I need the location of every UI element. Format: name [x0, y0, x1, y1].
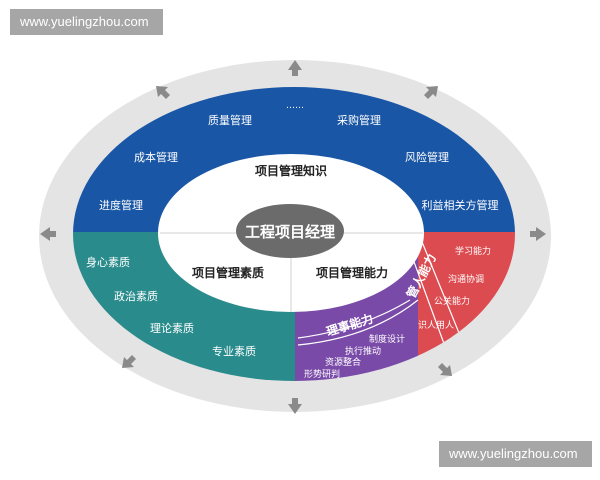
people-ability-item: 沟通协调 — [448, 273, 484, 285]
center-ellipse — [236, 204, 344, 258]
knowledge-item: 风险管理 — [405, 150, 449, 164]
affairs-ability-item: 资源整合 — [325, 356, 361, 368]
inner-ability-label: 项目管理能力 — [316, 265, 388, 280]
watermark-bottom: www.yuelingzhou.com — [439, 441, 592, 467]
affairs-ability-item: 制度设计 — [369, 333, 405, 345]
arrow-upleft-icon — [156, 86, 170, 99]
knowledge-item: 质量管理 — [208, 113, 252, 127]
arrow-downleft-icon — [122, 355, 136, 368]
arrow-left-icon — [40, 227, 56, 241]
arrow-upright-icon — [424, 86, 438, 99]
affairs-ability-item: 执行推动 — [345, 345, 381, 357]
knowledge-item: 进度管理 — [99, 198, 143, 212]
watermark-top: www.yuelingzhou.com — [10, 9, 163, 35]
quality-item: 政治素质 — [114, 289, 158, 303]
quality-item: 专业素质 — [212, 344, 256, 358]
people-ability-item: 识人用人 — [418, 320, 454, 331]
ring-arrows — [40, 60, 546, 414]
affairs-ability-item: 形势研判 — [304, 368, 340, 380]
people-ability-item: 学习能力 — [455, 245, 491, 257]
arrow-up-icon — [288, 60, 302, 76]
inner-quality-label: 项目管理素质 — [192, 265, 264, 280]
center-label: 工程项目经理 — [245, 223, 335, 241]
knowledge-item: 采购管理 — [337, 113, 381, 127]
quality-item: 身心素质 — [86, 255, 130, 269]
knowledge-item: 利益相关方管理 — [422, 198, 499, 212]
inner-knowledge-label: 项目管理知识 — [255, 163, 327, 178]
arrow-right-icon — [530, 227, 546, 241]
knowledge-item: …… — [286, 101, 304, 111]
arrow-down-icon — [288, 398, 302, 414]
knowledge-item: 成本管理 — [134, 150, 178, 164]
people-ability-item: 公关能力 — [434, 295, 470, 307]
quality-item: 理论素质 — [150, 321, 194, 335]
arrow-downright-icon — [438, 363, 452, 376]
